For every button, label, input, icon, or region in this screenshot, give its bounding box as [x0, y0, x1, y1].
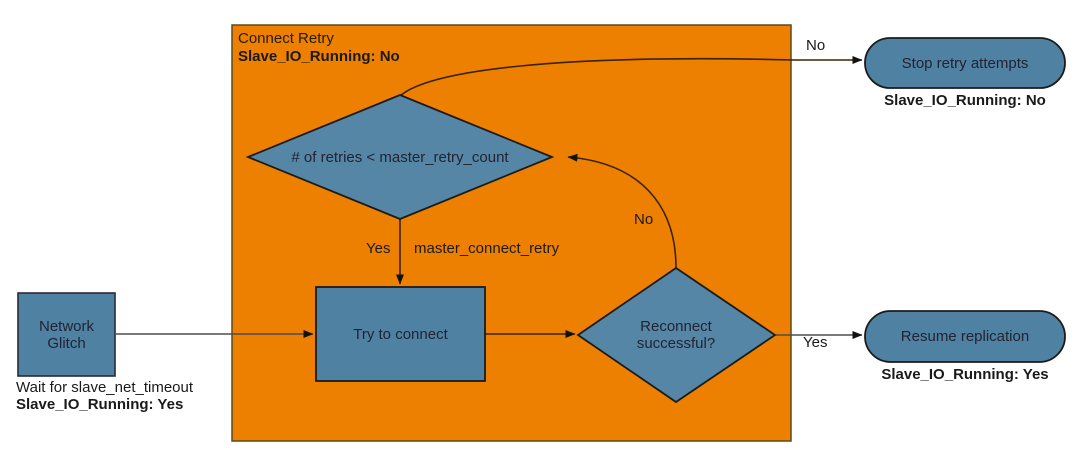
node-reconnect-decision-label-line1: Reconnect [640, 318, 712, 335]
node-stop-retry-attempts[interactable]: Stop retry attempts [865, 38, 1065, 88]
node-retry-decision[interactable]: # of retries < master_retry_count [248, 136, 552, 178]
node-network-glitch-label-line2: Glitch [47, 334, 86, 352]
node-resume-replication-caption: Slave_IO_Running: Yes [881, 366, 1049, 383]
node-network-glitch-caption-line1: Wait for slave_net_timeout [16, 379, 194, 396]
node-stop-retry-attempts-label: Stop retry attempts [901, 54, 1029, 72]
node-try-to-connect[interactable]: Try to connect [316, 287, 485, 381]
node-reconnect-decision-label-line2: successful? [636, 335, 716, 352]
edge-label-reconnect-yes: Yes [803, 334, 828, 351]
node-try-to-connect-label: Try to connect [353, 325, 448, 343]
edge-label-reconnect-no: No [634, 211, 654, 228]
group-status-connect-retry: Slave_IO_Running: No [238, 48, 400, 65]
node-network-glitch-caption-line2: Slave_IO_Running: Yes [16, 396, 184, 413]
node-retry-decision-label: # of retries < master_retry_count [291, 148, 509, 166]
node-resume-replication[interactable]: Resume replication [865, 311, 1065, 362]
node-reconnect-decision[interactable]: Reconnect successful? [588, 305, 764, 365]
node-network-glitch[interactable]: Network Glitch [18, 293, 115, 376]
node-stop-retry-attempts-caption: Slave_IO_Running: No [884, 92, 1046, 109]
edge-label-retry-no: No [806, 37, 826, 54]
edge-label-retry-yes: Yes [366, 240, 391, 257]
edge-label-master-connect-retry: master_connect_retry [414, 240, 560, 257]
group-title-connect-retry: Connect Retry [238, 30, 334, 47]
node-network-glitch-label-line1: Network [38, 317, 94, 335]
node-resume-replication-label: Resume replication [900, 328, 1030, 345]
